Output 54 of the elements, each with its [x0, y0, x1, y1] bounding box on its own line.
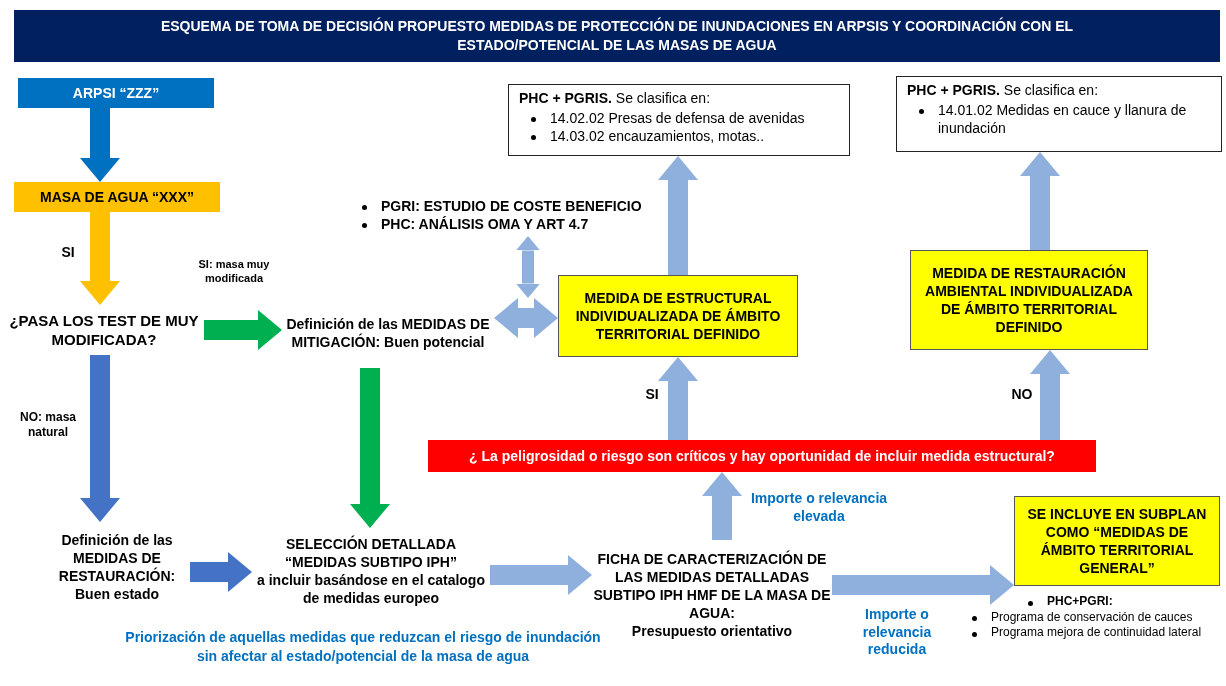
start-box — [18, 78, 214, 108]
node-text: ¿PASA LOS TEST DE MUY MODIFICADA? — [8, 310, 200, 350]
node-text: MEDIDA DE RESTAURACIÓN AMBIENTAL INDIVIDUALIZADA DE ÁMBITO TERRITORIAL DEFINIDO — [924, 263, 1134, 337]
block-arrow — [1020, 152, 1060, 250]
edge-label: SI: masa muy modificada — [198, 258, 270, 286]
node-text: Definición de las MEDIDAS DE MITIGACIÓN: Buen potencial — [285, 314, 491, 352]
bullet-text: 14.02.02 Presas de defensa de avenidas — [550, 109, 805, 128]
edge-label: NO — [1010, 386, 1034, 404]
decision-bar — [428, 440, 1096, 472]
bullet-text: Programa de conservación de cauces — [991, 609, 1193, 626]
bullet-text: PHC+PGRI: — [1047, 594, 1113, 610]
node-text: SELECCIÓN DETALLADA “MEDIDAS SUBTIPO IPH” — [284, 534, 458, 571]
edge-label: Importe o relevancia reducida — [861, 606, 933, 659]
process-box — [14, 182, 220, 212]
bullet-text: PGRI: ESTUDIO DE COSTE BENEFICIO — [381, 196, 642, 215]
info-box — [508, 84, 850, 156]
note-text: Priorización de aquellas medidas que reduzcan el riesgo de inundación sin afectar al estado/potencial de la masa de agua — [124, 628, 602, 666]
block-arrow — [832, 565, 1014, 605]
node-text: MEDIDA DE ESTRUCTURAL INDIVIDUALIZADA DE ÁMBITO TERRITORIAL DEFINIDO — [574, 288, 782, 344]
node-text: ARPSI “ZZZ” — [71, 83, 161, 103]
block-arrow — [516, 236, 540, 298]
node-text: a incluir basándose en el catalogo de medidas europeo — [256, 571, 486, 608]
block-arrow — [702, 472, 742, 540]
bullet-text: PHC: ANÁLISIS OMA Y ART 4.7 — [381, 215, 589, 234]
box-heading: PHC + PGRIS. Se clasifica en: — [519, 89, 712, 108]
block-arrow — [80, 212, 120, 305]
bullet-text: 14.03.02 encauzamientos, motas.. — [550, 127, 765, 146]
bullet-text: 14.01.02 Medidas en cauce y llanura de inundación — [938, 101, 1188, 138]
block-arrow — [494, 298, 558, 338]
edge-label: SI — [60, 244, 76, 262]
box-heading: PHC + PGRIS. Se clasifica en: — [907, 81, 1100, 100]
title-banner: ESQUEMA DE TOMA DE DECISIÓN PROPUESTO MEDIDAS DE PROTECCIÓN DE INUNDACIONES EN ARPSIS Y COORDINACIÓN CON EL ESTADO/POTENCIAL DE LAS MASAS DE AGUA — [14, 10, 1220, 62]
block-arrow — [658, 357, 698, 440]
node-text: Definición de las MEDIDAS DE RESTAURACIÓN: Buen estado — [57, 530, 177, 604]
node-text: MASA DE AGUA “XXX” — [39, 187, 195, 207]
measure-box — [558, 275, 798, 357]
node-text: SE INCLUYE EN SUBPLAN COMO “MEDIDAS DE ÁMBITO TERRITORIAL GENERAL” — [1026, 504, 1208, 578]
node-text: ¿ La peligrosidad o riesgo son críticos y hay oportunidad de incluir medida estructural? — [468, 446, 1056, 466]
block-arrow — [1030, 350, 1070, 440]
block-arrow — [658, 156, 698, 275]
info-box — [896, 76, 1222, 152]
block-arrow — [204, 310, 282, 350]
block-arrow — [350, 368, 390, 528]
node-text: FICHA DE CARACTERIZACIÓN DE LAS MEDIDAS DETALLADAS SUBTIPO IPH HMF DE LA MASA DE AGUA: — [592, 549, 832, 623]
edge-label: SI — [644, 386, 660, 404]
bullet-text: Programa mejora de continuidad lateral — [991, 625, 1202, 641]
block-arrow — [490, 555, 592, 595]
edge-label: Importe o relevancia elevada — [749, 490, 889, 525]
measure-box — [910, 250, 1148, 350]
measure-box — [1014, 496, 1220, 586]
edge-label: NO: masa natural — [19, 410, 77, 440]
block-arrow — [80, 108, 120, 182]
block-arrow — [190, 552, 252, 592]
block-arrow — [80, 355, 120, 522]
